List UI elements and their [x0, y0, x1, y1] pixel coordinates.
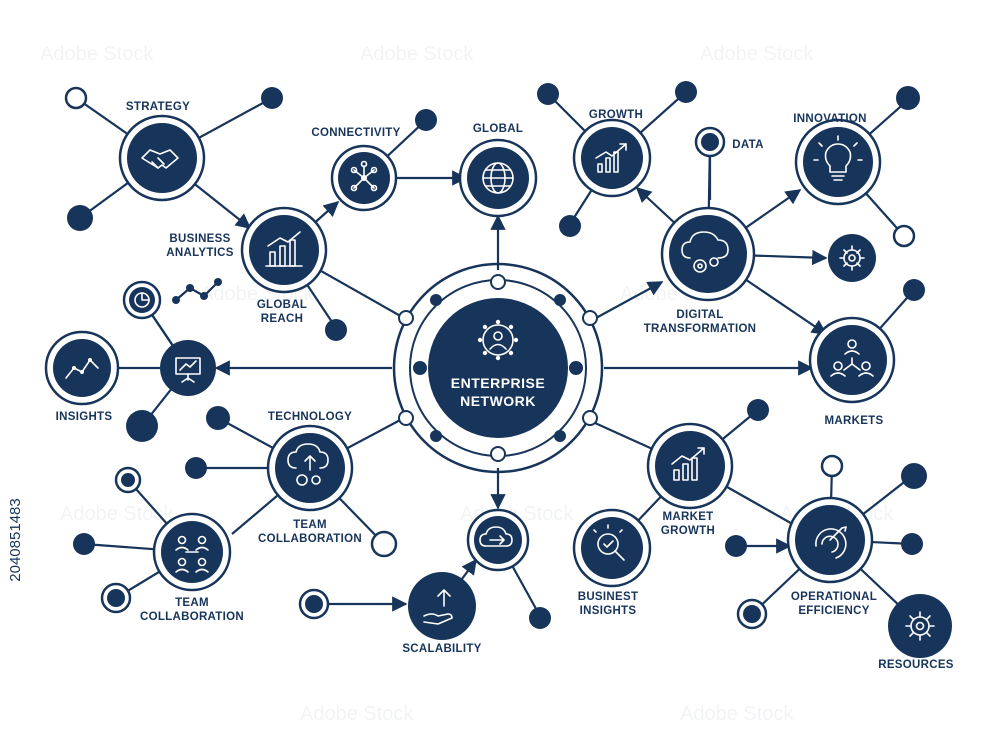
center-small-nodes [398, 274, 598, 462]
label-global-reach-1: GLOBAL [257, 299, 307, 311]
label-insights: INSIGHTS [56, 411, 113, 423]
cloud-sync-node [466, 508, 530, 572]
label-data: DATA [732, 139, 763, 151]
label-businest-insights-1: BUSINEST [578, 591, 639, 603]
pie-node [122, 280, 162, 320]
network-person-icon [477, 319, 519, 361]
market-growth-chart-icon [671, 447, 705, 481]
label-team-collaboration-1: TEAM [293, 519, 327, 531]
digital-transformation-node [660, 206, 756, 302]
svg-text:Adobe Stock: Adobe Stock [360, 43, 474, 65]
line-chart-icon [65, 358, 99, 379]
cloud-upload-gear-icon [287, 443, 329, 486]
market-growth-node [646, 422, 734, 510]
label-team-collaboration-b2: COLLABORATION [140, 611, 244, 623]
markets-node [808, 316, 896, 404]
scalability-node [408, 572, 476, 640]
center-hub: ENTERPRISE NETWORK [392, 262, 604, 474]
svg-text:Adobe Stock: Adobe Stock [60, 503, 174, 525]
bar-chart-icon [265, 231, 303, 267]
operational-efficiency-node [786, 496, 874, 584]
label-digital-transformation-1: DIGITAL [676, 309, 723, 321]
innovation-node [794, 118, 882, 206]
handshake-icon [141, 149, 179, 169]
label-market-growth-1: MARKET [663, 511, 714, 523]
global-node [458, 138, 538, 218]
team-org-icon [175, 535, 209, 573]
label-growth: GROWTH [589, 109, 643, 121]
growth-chart-icon [595, 143, 627, 173]
team-collaboration-node [152, 512, 232, 592]
magnifier-gear-icon [593, 524, 625, 561]
connectivity-node [330, 144, 398, 212]
label-team-collaboration-b1: TEAM [175, 597, 209, 609]
label-operational-efficiency-2: EFFICIENCY [798, 605, 869, 617]
globe-icon [482, 162, 514, 194]
growth-node [572, 118, 652, 198]
business-analytics-node [240, 206, 328, 294]
technology-node [266, 424, 354, 512]
label-operational-efficiency-1: OPERATIONAL [791, 591, 877, 603]
label-innovation: INNOVATION [793, 113, 867, 125]
strategy-node [118, 114, 206, 202]
resources-gear-icon [905, 611, 935, 641]
label-digital-transformation-2: TRANSFORMATION [644, 323, 757, 335]
label-business-analytics-2: ANALYTICS [166, 247, 233, 259]
insights-node [44, 330, 120, 406]
businest-insights-node [572, 508, 652, 588]
label-technology: TECHNOLOGY [268, 411, 352, 423]
label-team-collaboration-2: COLLABORATION [258, 533, 362, 545]
label-strategy: STRATEGY [126, 101, 190, 113]
label-businest-insights-2: INSIGHTS [580, 605, 637, 617]
svg-text:Adobe Stock: Adobe Stock [300, 703, 414, 725]
label-connectivity: CONNECTIVITY [311, 127, 400, 139]
labels: STRATEGY BUSINESS ANALYTICS GLOBAL REACH… [56, 101, 954, 671]
lightbulb-icon [813, 135, 863, 181]
svg-text:Adobe Stock: Adobe Stock [700, 43, 814, 65]
label-market-growth-2: GROWTH [661, 525, 715, 537]
label-business-analytics-1: BUSINESS [169, 233, 230, 245]
leaf-nodes [64, 81, 927, 630]
center-title-line2: NETWORK [460, 393, 536, 409]
svg-text:Adobe Stock: Adobe Stock [40, 43, 154, 65]
trend-line-decoration [172, 278, 222, 304]
pie-chart-icon [134, 292, 150, 308]
target-speed-icon [815, 526, 847, 559]
label-markets: MARKETS [825, 415, 884, 427]
hand-arrow-up-icon [423, 589, 453, 625]
cloud-gear-icon [681, 231, 729, 273]
settings-node [828, 234, 876, 282]
label-scalability: SCALABILITY [402, 643, 481, 655]
svg-text:Adobe Stock: Adobe Stock [680, 703, 794, 725]
people-network-icon [830, 339, 874, 377]
presentation-board-icon [175, 357, 201, 383]
label-global: GLOBAL [473, 123, 523, 135]
label-global-reach-2: REACH [261, 313, 303, 325]
center-title-line1: ENTERPRISE [451, 375, 545, 391]
cloud-sync-icon [479, 526, 513, 547]
network-nodes-icon [350, 160, 378, 192]
resources-node [888, 594, 952, 658]
stock-id: 2040851483 [7, 498, 24, 581]
presentation-node [160, 340, 216, 396]
gear-icon [839, 245, 865, 271]
label-resources: RESOURCES [878, 659, 954, 671]
